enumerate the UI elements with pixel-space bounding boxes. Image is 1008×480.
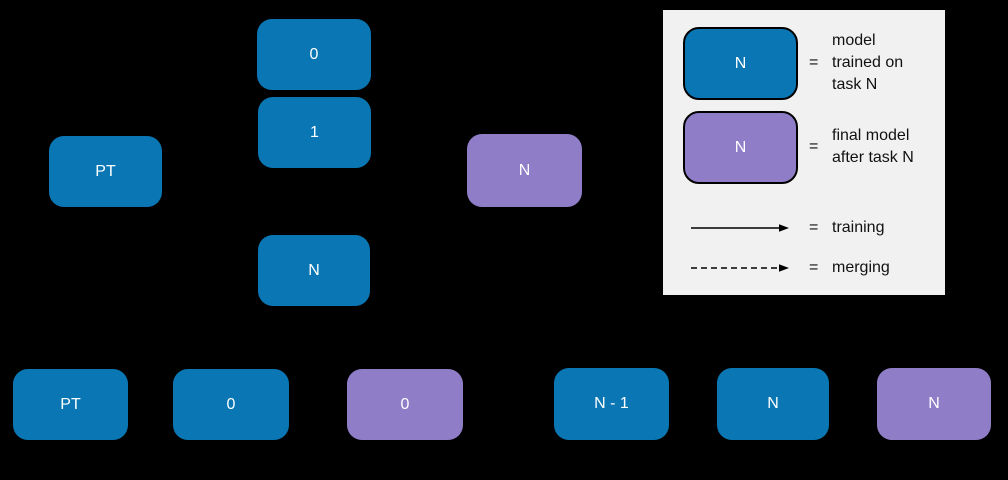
node-task-0-bottom: 0 xyxy=(173,369,289,440)
node-task-n-top: N xyxy=(258,235,370,306)
equals-sign: = xyxy=(809,259,819,276)
node-label: N xyxy=(767,395,779,412)
node-merged-0-bottom: 0 xyxy=(347,369,463,440)
node-task-n-1-bottom: N - 1 xyxy=(554,368,669,440)
node-label: 0 xyxy=(400,395,410,413)
node-label: N xyxy=(928,395,940,412)
training-arrow-icon xyxy=(691,224,789,232)
legend-merging-label: merging xyxy=(832,259,890,276)
legend-description-line: final model xyxy=(832,127,910,144)
legend-description-line: model xyxy=(832,32,876,49)
node-label: N xyxy=(734,138,747,156)
node-label: N xyxy=(518,161,531,179)
legend-description-line: after task N xyxy=(832,149,914,166)
node-task-0-top: 0 xyxy=(257,19,371,90)
legend-purple-description: final model after task N xyxy=(832,125,914,169)
legend-description-line: trained on xyxy=(832,54,904,71)
node-pt-top: PT xyxy=(49,136,162,207)
legend: N = model trained on task N N = final mo… xyxy=(661,8,947,297)
merging-arrow-icon xyxy=(691,264,789,272)
legend-blue-sample-node: N xyxy=(683,27,798,100)
node-task-1-top: 1 xyxy=(258,97,371,168)
legend-blue-description: model trained on task N xyxy=(832,30,903,96)
node-label: 1 xyxy=(310,123,319,141)
node-label: 0 xyxy=(226,395,236,413)
equals-sign: = xyxy=(809,54,819,71)
node-merged-n-bottom: N xyxy=(877,368,991,440)
node-label: PT xyxy=(95,162,116,180)
node-label: PT xyxy=(60,395,81,413)
node-label: N xyxy=(308,261,320,279)
node-merged-n-mid: N xyxy=(467,134,582,207)
node-label: 0 xyxy=(309,45,319,63)
node-task-n-bottom: N xyxy=(717,368,829,440)
node-label: N - 1 xyxy=(594,395,629,412)
legend-purple-sample-node: N xyxy=(683,111,798,184)
node-label: N xyxy=(734,54,747,72)
equals-sign: = xyxy=(809,219,819,236)
legend-description-line: task N xyxy=(832,76,878,93)
legend-training-label: training xyxy=(832,219,885,236)
equals-sign: = xyxy=(809,138,819,155)
node-pt-bottom: PT xyxy=(13,369,128,440)
